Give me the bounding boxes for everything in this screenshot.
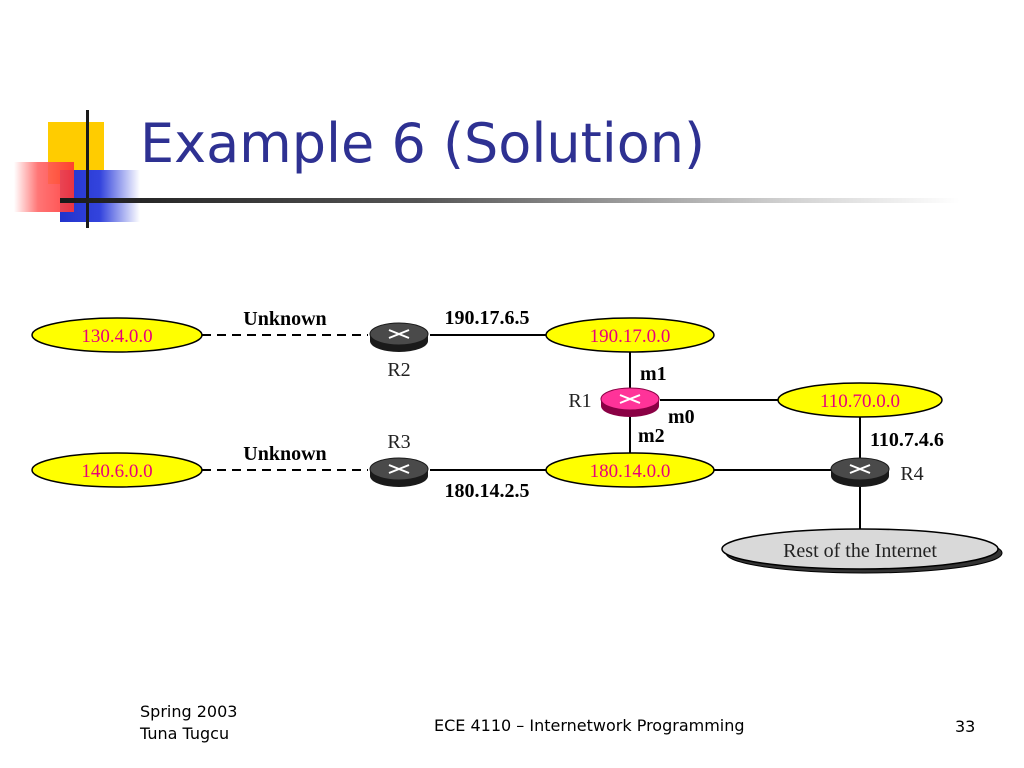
footer-semester: Spring 2003 [140, 702, 238, 721]
footer-term: Spring 2003 Tuna Tugcu [140, 701, 237, 745]
title-divider [60, 198, 960, 203]
router-r1-icon [600, 387, 660, 417]
router-r2-label: R2 [387, 359, 410, 381]
router-r3-label: R3 [387, 431, 410, 453]
link-label-unknown-top: Unknown [243, 308, 326, 330]
svg-text:Rest of the Internet: Rest of the Internet [783, 540, 937, 562]
svg-text:110.70.0.0: 110.70.0.0 [820, 391, 900, 412]
router-r2-icon [369, 322, 429, 352]
link-label-r3-address: 180.14.2.5 [445, 480, 530, 502]
link-label-unknown-bottom: Unknown [243, 443, 326, 465]
router-r4-label: R4 [900, 463, 923, 485]
network-140-6-0-0: 140.6.0.0 [31, 452, 203, 488]
svg-text:140.6.0.0: 140.6.0.0 [81, 461, 152, 482]
slide-title: Example 6 (Solution) [140, 112, 706, 175]
interface-m0-label: m0 [668, 406, 695, 428]
svg-text:130.4.0.0: 130.4.0.0 [81, 326, 152, 347]
network-180-14-0-0: 180.14.0.0 [545, 452, 715, 488]
svg-text:180.14.0.0: 180.14.0.0 [590, 461, 671, 482]
network-110-70-0-0: 110.70.0.0 [777, 382, 943, 418]
svg-text:190.17.0.0: 190.17.0.0 [590, 326, 671, 347]
network-190-17-0-0: 190.17.0.0 [545, 317, 715, 353]
page-number: 33 [955, 717, 976, 736]
link-label-r2-address: 190.17.6.5 [445, 307, 530, 329]
router-r4-icon [830, 457, 890, 487]
router-r3-icon [369, 457, 429, 487]
router-r1-label: R1 [568, 390, 591, 412]
interface-m1-label: m1 [640, 363, 667, 385]
footer-course: ECE 4110 – Internetwork Programming [434, 716, 745, 735]
footer-author: Tuna Tugcu [140, 724, 230, 743]
network-rest-of-internet: Rest of the Internet [721, 528, 1003, 574]
link-label-r4-address: 110.7.4.6 [870, 429, 944, 451]
network-130-4-0-0: 130.4.0.0 [31, 317, 203, 353]
interface-m2-label: m2 [638, 425, 665, 447]
logo-decoration [0, 100, 160, 230]
